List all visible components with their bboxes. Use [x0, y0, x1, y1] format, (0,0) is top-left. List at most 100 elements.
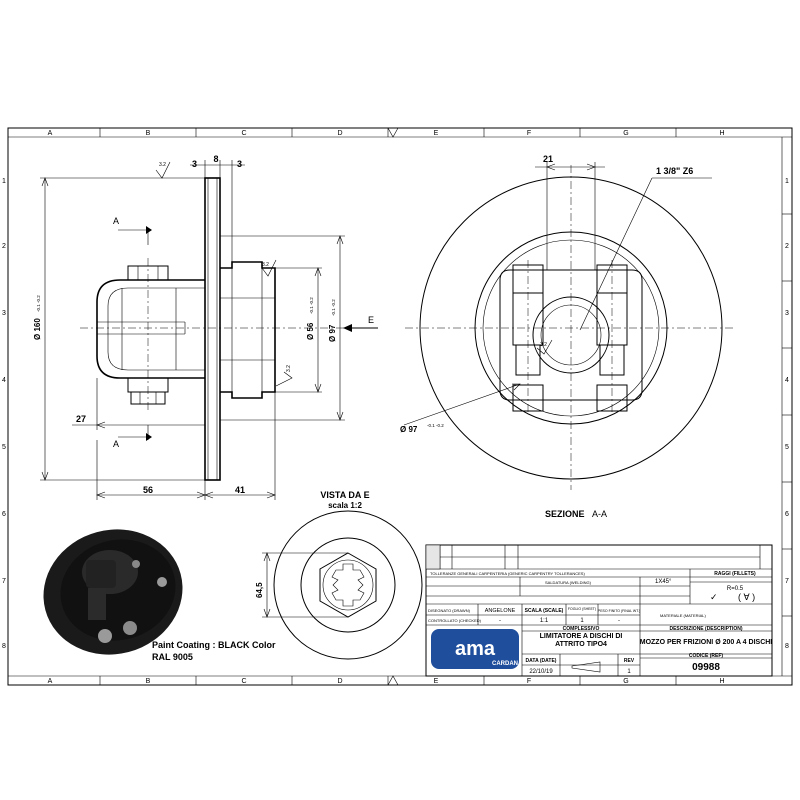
- assembly-name: LIMITATORE A DISCHI DI ATTRITO TIPO4: [539, 633, 623, 648]
- row-label-4: 4: [2, 377, 6, 384]
- row-label-7-right: 7: [785, 578, 789, 585]
- row-label-8-right: 8: [785, 643, 789, 650]
- row-label-3-right: 3: [785, 310, 789, 317]
- spline-spec: 1 3/8" Z6: [656, 166, 693, 176]
- weight-dash: -: [618, 618, 620, 624]
- col-label-c: C: [241, 130, 246, 137]
- row-label-1: 1: [2, 178, 6, 185]
- designer-name: ANGELONE: [485, 608, 516, 614]
- col-label-d: D: [337, 130, 342, 137]
- spline-profile: [331, 563, 365, 607]
- row-label-2-right: 2: [785, 243, 789, 250]
- logo-sub: CARDAN: [492, 661, 518, 667]
- col-label-e-bottom: E: [434, 678, 439, 685]
- tolerances-title: TOLLERANZE GENERALI CARPENTERIA (GENERIC…: [430, 571, 585, 576]
- dim-41: 41: [235, 485, 245, 495]
- col-label-d-bottom: D: [337, 678, 342, 685]
- view-e-scale: scala 1:2: [328, 501, 362, 510]
- hub-body: [220, 261, 276, 399]
- col-label-g: G: [623, 130, 628, 137]
- view-e-arrow-label: E: [368, 315, 374, 325]
- drawing-frame: A B C D E F G H A B C D E F G H 1 2 3 4 …: [2, 127, 793, 686]
- section-mark-top: A: [113, 216, 119, 226]
- front-view: A A E 3 8 3 3.2 3.2 3.2 Ø 160 -0.1 -0.2: [33, 154, 378, 500]
- fillets-label: RAGGI (FILLETS): [714, 571, 756, 577]
- description-name: MOZZO PER FRIZIONI Ø 200 A 4 DISCHI: [640, 639, 773, 646]
- logo-text: ama: [455, 638, 496, 660]
- roughness-3: 3.2: [286, 365, 292, 372]
- dim-top-8: 8: [213, 154, 218, 164]
- col-label-b: B: [146, 130, 151, 137]
- hex-nut: [319, 552, 377, 618]
- dim-27: 27: [76, 414, 86, 424]
- dim-dia-160: Ø 160: [33, 318, 42, 340]
- roughness-2: 3.2: [262, 262, 269, 268]
- roughness-1: 3.2: [159, 162, 166, 168]
- row-label-6-right: 6: [785, 511, 789, 518]
- section-tol-97: -0.1 -0.2: [427, 423, 444, 428]
- date-label: DATA (DATE): [526, 658, 557, 664]
- col-label-a-bottom: A: [48, 678, 53, 685]
- row-label-4-right: 4: [785, 377, 789, 384]
- fillets-value: R=0.5: [727, 586, 744, 592]
- surface-check: ✓: [710, 592, 718, 602]
- dim-top-3b: 3: [237, 159, 242, 169]
- col-label-f-bottom: F: [527, 678, 531, 685]
- col-label-a: A: [48, 130, 53, 137]
- dim-dia-97: Ø 97: [328, 324, 337, 342]
- surface-symbol: ( ∀ ): [738, 592, 755, 602]
- assembly-label: COMPLESSIVO: [563, 626, 600, 632]
- row-label-1-right: 1: [785, 178, 789, 185]
- designer-label: DISEGNATO (DRAWN): [428, 608, 471, 613]
- dim-top-3a: 3: [192, 159, 197, 169]
- view-e-outer-circle: [273, 510, 423, 660]
- paint-caption-2: RAL 9005: [152, 652, 193, 662]
- row-label-8: 8: [2, 643, 6, 650]
- section-a-a: 21 1 3/8" Z6 3.2 Ø 97 -0.1 -0.2 SEZIONE …: [400, 154, 735, 519]
- col-label-h: H: [719, 130, 724, 137]
- rev-value: 1: [627, 669, 631, 675]
- chamfer: 1X45°: [655, 579, 672, 585]
- view-e-title: VISTA DA E: [320, 490, 369, 500]
- weight-label: PESO FINITO (FINAL WT.): [598, 609, 640, 613]
- col-label-e: E: [434, 130, 439, 137]
- spline-bore: [532, 296, 610, 374]
- projection-symbol: [571, 661, 601, 673]
- section-mark-bottom: A: [113, 439, 119, 449]
- material-label: MATERIALE (MATERIAL): [660, 613, 707, 618]
- description-label: DESCRIZIONE (DESCRIPTION): [669, 626, 742, 632]
- row-label-5-right: 5: [785, 444, 789, 451]
- col-label-f: F: [527, 130, 531, 137]
- tol-dia-160: -0.1 -0.2: [36, 295, 41, 312]
- date-value: 22/10/19: [529, 669, 553, 675]
- ama-logo: [431, 629, 519, 669]
- row-label-7: 7: [2, 578, 6, 585]
- dim-56: 56: [143, 485, 153, 495]
- product-render: Paint Coating : BLACK Color RAL 9005: [43, 529, 276, 662]
- section-title-suffix: A-A: [592, 509, 607, 519]
- dim-21: 21: [543, 154, 553, 164]
- tol-dia-56: -0.1 -0.2: [309, 297, 314, 314]
- section-title: SEZIONE: [545, 509, 585, 519]
- row-label-3: 3: [2, 310, 6, 317]
- col-label-g-bottom: G: [623, 678, 628, 685]
- col-label-b-bottom: B: [146, 678, 151, 685]
- section-dia-97: Ø 97: [400, 425, 418, 434]
- dim-dia-56: Ø 56: [306, 322, 315, 340]
- row-label-6: 6: [2, 511, 6, 518]
- flange-disc: [204, 177, 221, 481]
- section-roughness: 3.2: [540, 342, 547, 348]
- yoke-body: [96, 279, 205, 379]
- checked-label: CONTROLLATO (CHECKED): [428, 618, 482, 623]
- row-label-2: 2: [2, 243, 6, 250]
- code-value: 09988: [692, 662, 720, 673]
- scale-label: SCALA (SCALE): [525, 608, 564, 614]
- rev-label: REV: [624, 658, 635, 664]
- title-block: TOLLERANZE GENERALI CARPENTERIA (GENERIC…: [425, 544, 773, 677]
- paint-caption-1: Paint Coating : BLACK Color: [152, 640, 276, 650]
- row-label-5: 5: [2, 444, 6, 451]
- view-from-e: VISTA DA E scala 1:2 64,5: [255, 490, 423, 660]
- sheet-value: 1: [580, 618, 584, 624]
- sheet-label: FOGLIO (SHEET): [568, 607, 596, 611]
